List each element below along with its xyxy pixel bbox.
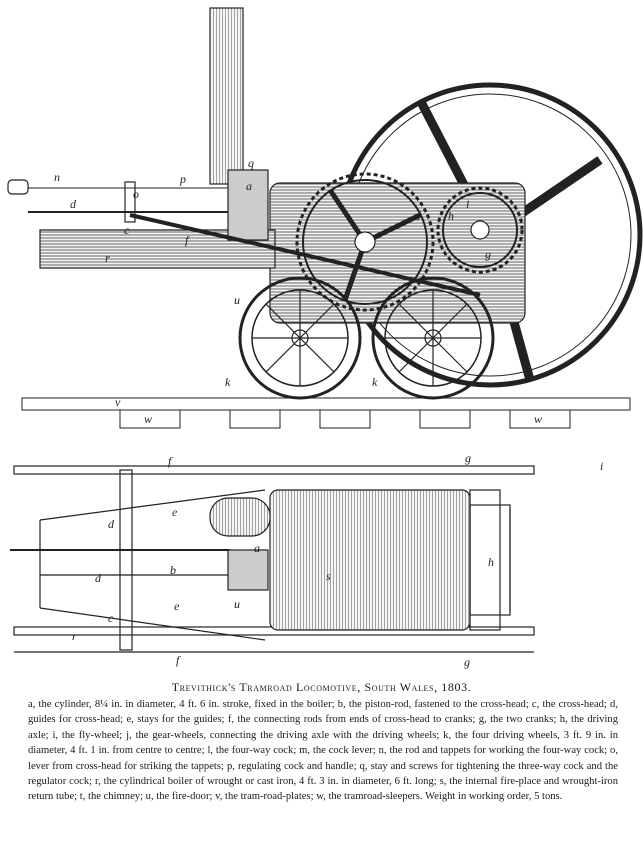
svg-text:r: r	[105, 251, 110, 265]
svg-text:o: o	[133, 187, 139, 201]
gear-wheel-large	[295, 172, 435, 312]
svg-text:d: d	[70, 197, 77, 211]
svg-text:e: e	[174, 599, 180, 613]
svg-text:d: d	[95, 571, 102, 585]
svg-text:i: i	[600, 459, 603, 473]
svg-text:j: j	[416, 207, 422, 221]
svg-text:a: a	[246, 179, 252, 193]
svg-text:c: c	[124, 223, 130, 237]
svg-text:i: i	[466, 197, 469, 211]
svg-text:g: g	[464, 655, 470, 669]
svg-text:q: q	[248, 156, 254, 170]
figure-caption-title: Trevithick's Tramroad Locomotive, South …	[171, 680, 472, 694]
svg-text:e: e	[172, 505, 178, 519]
svg-text:f: f	[176, 653, 181, 667]
svg-text:k: k	[372, 375, 378, 389]
svg-text:c: c	[108, 611, 114, 625]
svg-text:k: k	[225, 375, 231, 389]
tramroad-plate	[21, 397, 631, 411]
chimney	[209, 7, 244, 185]
svg-text:b: b	[170, 563, 176, 577]
svg-text:h: h	[488, 555, 494, 569]
tramroad-sleepers	[119, 409, 571, 429]
svg-text:f: f	[168, 454, 173, 468]
svg-text:n: n	[54, 170, 60, 184]
svg-text:h: h	[448, 209, 454, 223]
svg-text:a: a	[254, 541, 260, 555]
driving-wheel-left	[238, 276, 362, 400]
elevation-labels: n o p d c f r q a j h i g u k k v w w	[54, 156, 542, 426]
svg-text:g: g	[485, 247, 491, 261]
svg-text:s: s	[326, 569, 331, 583]
plan-view	[10, 465, 535, 653]
svg-text:r: r	[72, 629, 77, 643]
svg-text:f: f	[185, 233, 190, 247]
svg-text:u: u	[234, 597, 240, 611]
svg-text:w: w	[534, 412, 542, 426]
svg-text:v: v	[115, 395, 121, 409]
svg-text:u: u	[234, 293, 240, 307]
side-elevation	[7, 7, 643, 429]
figure-caption-body: a, the cylinder, 8¼ in. in diameter, 4 f…	[28, 699, 618, 803]
boiler-plan	[269, 489, 471, 631]
driving-wheel-right	[371, 276, 495, 400]
plan-labels: f g i e d d b e c r f g u s h a	[72, 451, 603, 669]
svg-text:p: p	[179, 172, 186, 186]
svg-text:g: g	[465, 451, 471, 465]
gear-wheel-small	[436, 186, 524, 274]
svg-text:w: w	[144, 412, 152, 426]
svg-text:d: d	[108, 517, 115, 531]
locomotive-engraving: n o p d c f r q a j h i g u k k v w w	[7, 7, 643, 669]
